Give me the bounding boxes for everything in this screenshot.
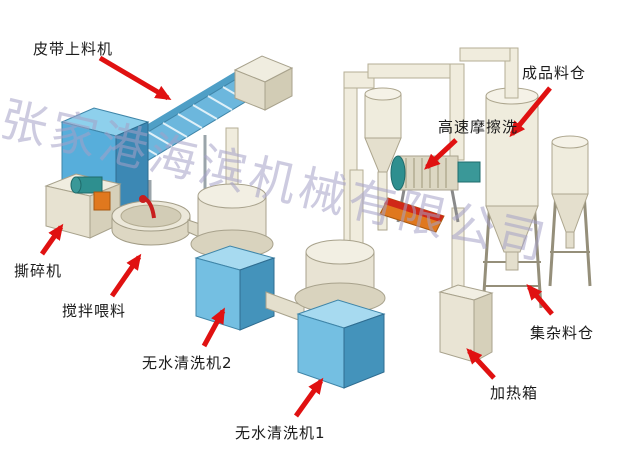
cyclone-illustration [364,87,402,231]
washer1-illustration [294,169,386,389]
label-belt-feeder: 皮带上料机 [33,40,114,58]
label-heating-box: 加热箱 [490,384,539,402]
friction-washer-illustration [379,155,481,233]
shredder-illustration [44,173,122,239]
impurity-silo-illustration [548,135,592,287]
label-friction-washer: 高速摩擦洗 [438,118,519,136]
label-finished-silo: 成品料仓 [522,64,587,82]
label-impurity-silo: 集杂料仓 [530,324,595,342]
label-washer2: 无水清洗机2 [142,354,233,372]
label-shredder: 撕碎机 [14,262,63,280]
label-washer1: 无水清洗机1 [235,424,326,442]
heating-box-illustration [438,284,494,363]
washer2-illustration [190,127,305,331]
label-mixing-feeder: 搅拌喂料 [62,302,127,320]
